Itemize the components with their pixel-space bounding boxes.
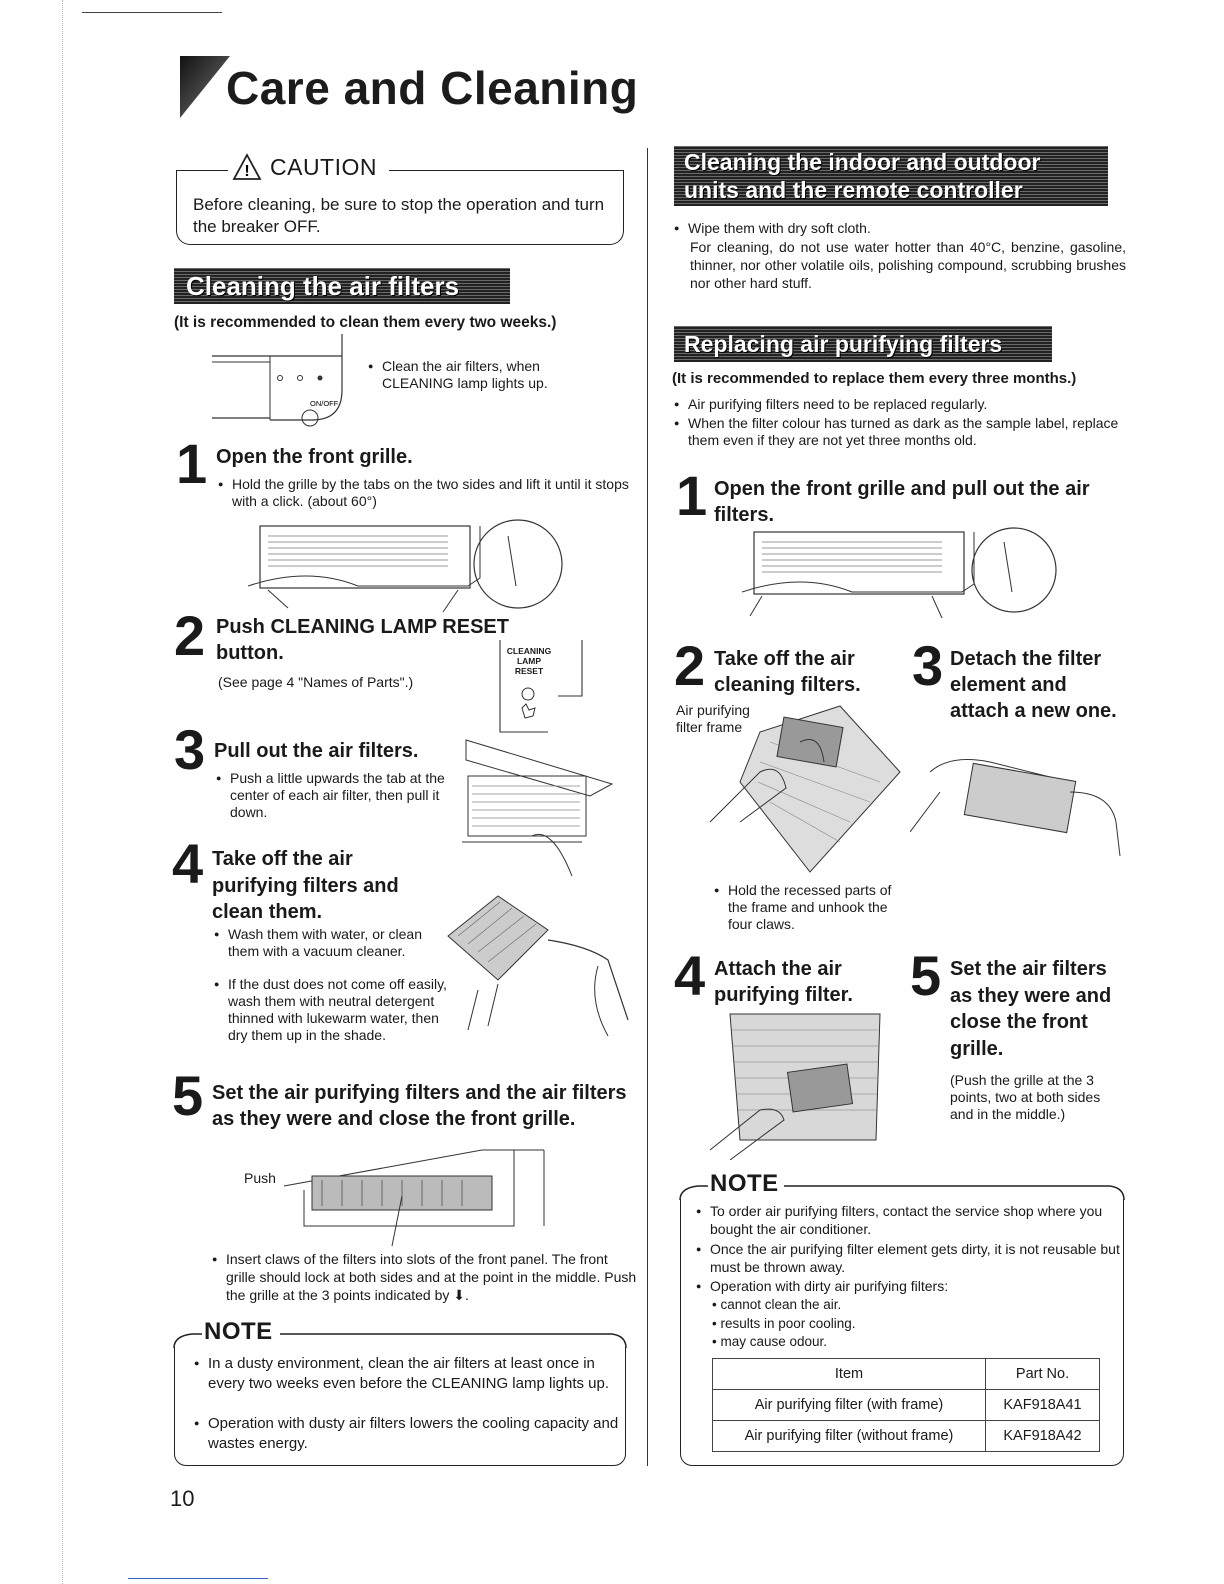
caution-title: CAUTION: [270, 153, 377, 180]
step-number: 2: [674, 634, 706, 697]
table-header: Item: [712, 1358, 986, 1390]
caution-header: ! CAUTION: [176, 152, 624, 182]
table-row: Air purifying filter (with frame) KAF918…: [712, 1389, 1100, 1421]
note-bullet: Once the air purifying filter element ge…: [696, 1240, 1124, 1276]
table-header-row: Item Part No.: [712, 1358, 1100, 1390]
table-cell: Air purifying filter (with frame): [712, 1389, 986, 1421]
table-header: Part No.: [985, 1358, 1100, 1390]
note-bullet: In a dusty environment, clean the air fi…: [194, 1354, 624, 1393]
step-title: Push CLEANING LAMP RESET button.: [216, 616, 509, 664]
note-box: [174, 1347, 626, 1466]
caution-box: [176, 170, 624, 245]
note-title: NOTE: [204, 1318, 273, 1345]
step-number: 5: [910, 944, 942, 1007]
note-frame-top: [173, 1333, 627, 1348]
purify-bullet: When the filter colour has turned as dar…: [674, 415, 1140, 449]
vacuum-filter-illustration: [447, 895, 629, 1037]
step-title: Detach the filter element and attach a n…: [950, 648, 1117, 722]
note-title: NOTE: [710, 1170, 779, 1197]
note-bullet: Operation with dusty air filters lowers …: [194, 1414, 624, 1453]
table-cell: KAF918A42: [985, 1420, 1100, 1452]
air-filters-recommendation: (It is recommended to clean them every t…: [174, 314, 557, 331]
frame-label: Air purifying filter frame: [676, 702, 750, 735]
note-frame-top: [679, 1185, 1125, 1200]
page-number: 10: [170, 1486, 195, 1511]
purify-bullet: Air purifying filters need to be replace…: [674, 396, 1138, 413]
warning-triangle-icon: !: [232, 153, 262, 180]
step-bullet: Insert claws of the filters into slots o…: [212, 1250, 638, 1304]
note-bullet: To order air purifying filters, contact …: [696, 1202, 1124, 1238]
step-number: 1: [176, 432, 208, 495]
column-divider: [647, 148, 648, 1466]
note-bullet: Operation with dirty air purifying filte…: [696, 1277, 1124, 1295]
step-number: 3: [912, 634, 944, 697]
push-label: Push: [244, 1170, 276, 1186]
header-rule: [82, 12, 222, 13]
reset-button-shape: [499, 640, 583, 733]
purify-recommendation: (It is recommended to replace them every…: [672, 370, 1077, 387]
step-number: 4: [172, 832, 204, 895]
step-title: Set the air filters as they were and clo…: [950, 958, 1112, 1060]
step-number: 5: [172, 1064, 204, 1127]
step-title: Take off the air purifying filters and c…: [212, 848, 399, 923]
parts-table: Item Part No. Air purifying filter (with…: [712, 1358, 1100, 1452]
note-box: [680, 1199, 1124, 1466]
lamp-note: Clean the air filters, when CLEANING lam…: [368, 358, 602, 392]
step-title: Attach the air purifying filter.: [714, 958, 853, 1006]
step-bullet: Push a little upwards the tab at the cen…: [216, 770, 452, 821]
table-cell: Air purifying filter (without frame): [712, 1420, 986, 1452]
step-title: Open the front grille and pull out the a…: [714, 478, 1090, 526]
title-corner-icon: [180, 56, 230, 118]
step-bullet: Wash them with water, or clean them with…: [214, 926, 450, 960]
step-title: Open the front grille.: [216, 446, 413, 468]
step-number: 3: [174, 718, 206, 781]
step-number: 2: [174, 604, 206, 667]
units-bullet: Wipe them with dry soft cloth.: [674, 220, 1138, 237]
step-bullet: Hold the grille by the tabs on the two s…: [218, 476, 642, 510]
filter-frame-illustration: [709, 705, 901, 873]
open-grille-illustration: [248, 519, 563, 613]
note-sub-bullets: • cannot clean the air. • results in poo…: [712, 1297, 856, 1349]
table-cell: KAF918A41: [985, 1389, 1100, 1421]
filter-element-illustration: [910, 759, 1121, 857]
footer-rule: [128, 1578, 268, 1579]
step-number: 4: [674, 944, 706, 1007]
step-number: 1: [676, 464, 708, 527]
reset-button-illustration: CLEANING LAMP RESET: [498, 638, 584, 734]
close-grille-illustration: [283, 1149, 545, 1246]
caution-text: Before cleaning, be sure to stop the ope…: [193, 195, 605, 236]
purify-banner: Replacing air purifying filters: [674, 326, 1052, 362]
open-grille-illustration-2: [742, 527, 1057, 619]
step-bullet: If the dust does not come off easily, wa…: [214, 976, 450, 1044]
units-text: For cleaning, do not use water hotter th…: [690, 239, 1126, 291]
svg-text:ON/OFF: ON/OFF: [310, 399, 339, 408]
svg-text:!: !: [244, 163, 249, 180]
page-title: Care and Cleaning: [180, 48, 638, 120]
step-sub: (See page 4 "Names of Parts".): [218, 674, 414, 690]
step-title: Take off the air cleaning filters.: [714, 648, 861, 696]
pull-filters-illustration: [462, 739, 614, 877]
page-edge: [62, 0, 63, 1584]
step-title: Pull out the air filters.: [214, 740, 419, 762]
air-filters-banner: Cleaning the air filters: [174, 268, 510, 304]
step-bullet: Hold the recessed parts of the frame and…: [714, 882, 900, 933]
indoor-unit-panel-illustration: ON/OFF: [212, 334, 343, 427]
attach-filter-illustration: [709, 1013, 881, 1160]
units-banner: Cleaning the indoor and outdoor units an…: [674, 146, 1108, 206]
page-title-text: Care and Cleaning: [226, 62, 639, 114]
step-title: Set the air purifying filters and the ai…: [212, 1082, 627, 1130]
step-sub: (Push the grille at the 3 points, two at…: [950, 1072, 1101, 1122]
table-row: Air purifying filter (without frame) KAF…: [712, 1420, 1100, 1452]
